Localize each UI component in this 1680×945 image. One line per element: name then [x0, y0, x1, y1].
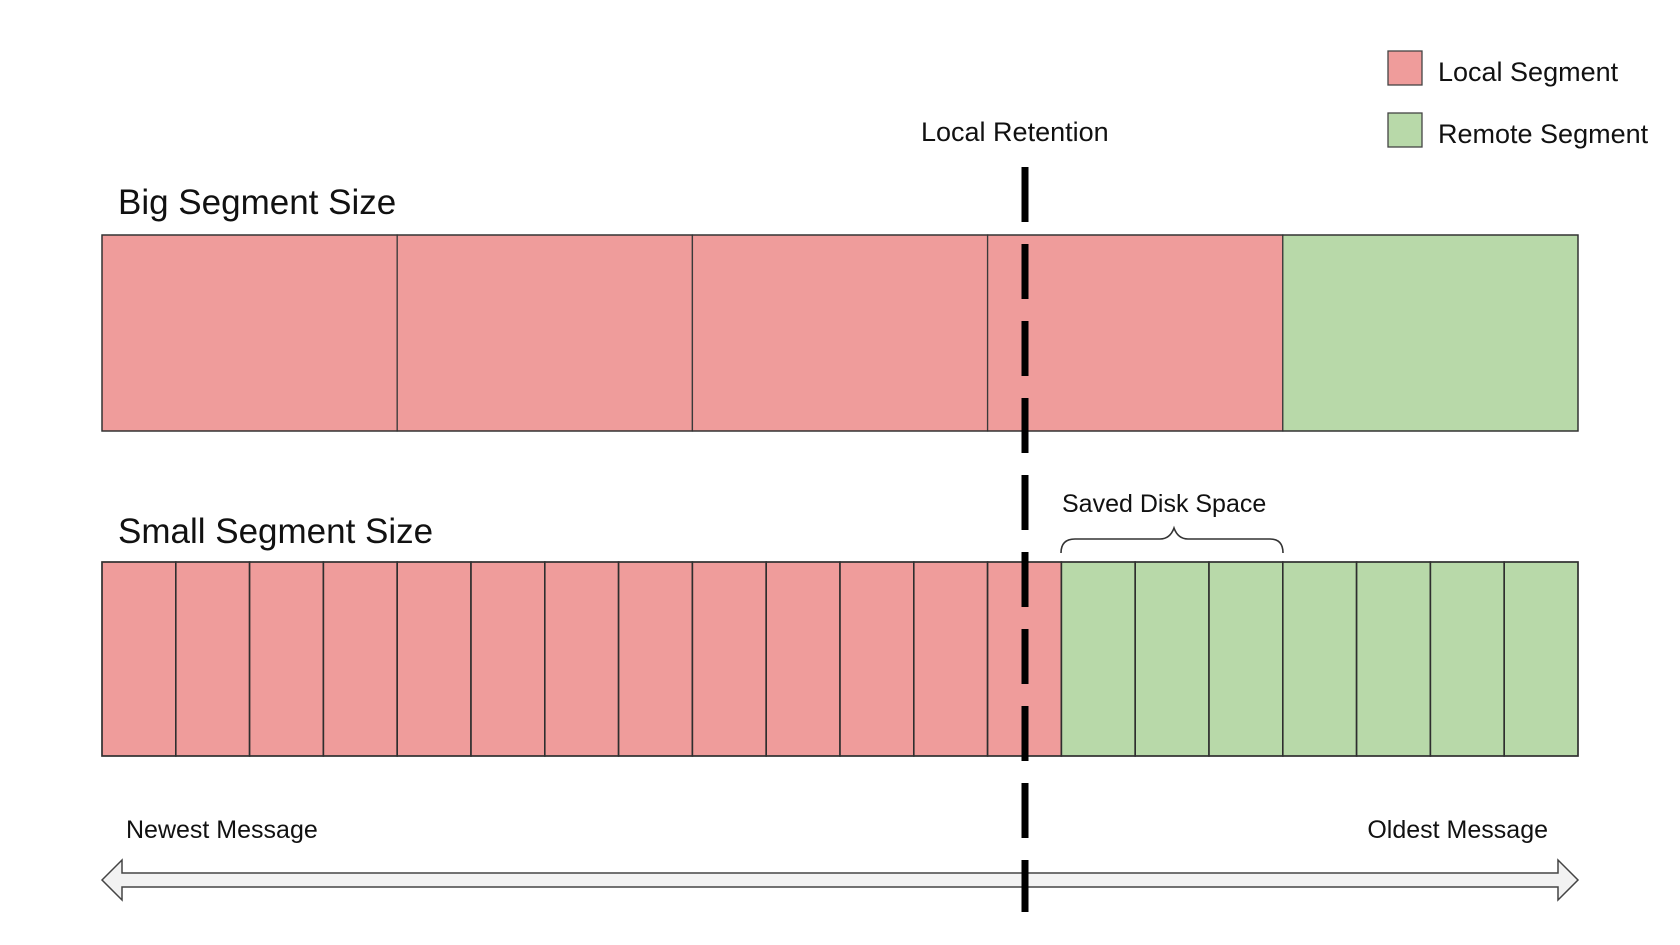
small-remote-segment-15 — [1134, 561, 1210, 757]
small-local-segment-1 — [101, 561, 177, 757]
small-local-segment-4 — [322, 561, 398, 757]
small-row-frame — [101, 561, 1579, 757]
saved-disk-space-label: Saved Disk Space — [1062, 490, 1266, 518]
timeline-double-arrow — [100, 858, 1580, 902]
small-segment-title: Small Segment Size — [118, 512, 433, 551]
big-segment-title: Big Segment Size — [118, 183, 396, 222]
newest-message-label: Newest Message — [126, 816, 318, 844]
big-local-segment-4 — [986, 234, 1284, 432]
legend-local-label: Local Segment — [1438, 57, 1619, 87]
small-local-segment-2 — [175, 561, 251, 757]
small-local-segment-8 — [617, 561, 694, 757]
big-local-segment-3 — [691, 234, 989, 432]
small-local-segment-12 — [912, 561, 989, 757]
small-local-segment-3 — [248, 561, 325, 757]
oldest-message-label: Oldest Message — [1367, 816, 1548, 844]
small-local-segment-5 — [396, 561, 472, 757]
legend: Local Segment Remote Segment — [1387, 50, 1649, 149]
big-local-segment-2 — [396, 234, 694, 432]
saved-disk-space-brace — [1060, 525, 1284, 554]
small-local-segment-7 — [543, 561, 620, 757]
legend-remote-swatch — [1387, 112, 1423, 148]
small-local-segment-9 — [691, 561, 768, 757]
small-remote-segment-17 — [1282, 561, 1358, 757]
legend-local-swatch — [1387, 50, 1423, 86]
small-remote-segment-14 — [1060, 561, 1137, 757]
small-remote-segment-16 — [1208, 561, 1284, 757]
small-remote-segment-20 — [1503, 561, 1579, 757]
big-remote-segment-5 — [1282, 234, 1579, 432]
small-remote-segment-18 — [1355, 561, 1432, 757]
big-local-segment-1 — [101, 234, 398, 432]
small-local-segment-11 — [839, 561, 915, 757]
big-row-frame — [101, 234, 1579, 432]
big-segment-row — [101, 234, 1579, 432]
local-retention-label: Local Retention — [921, 117, 1109, 147]
legend-remote-label: Remote Segment — [1438, 119, 1649, 149]
small-segment-row — [101, 561, 1579, 757]
small-remote-segment-19 — [1429, 561, 1506, 757]
small-local-segment-6 — [470, 561, 546, 757]
small-local-segment-10 — [765, 561, 841, 757]
